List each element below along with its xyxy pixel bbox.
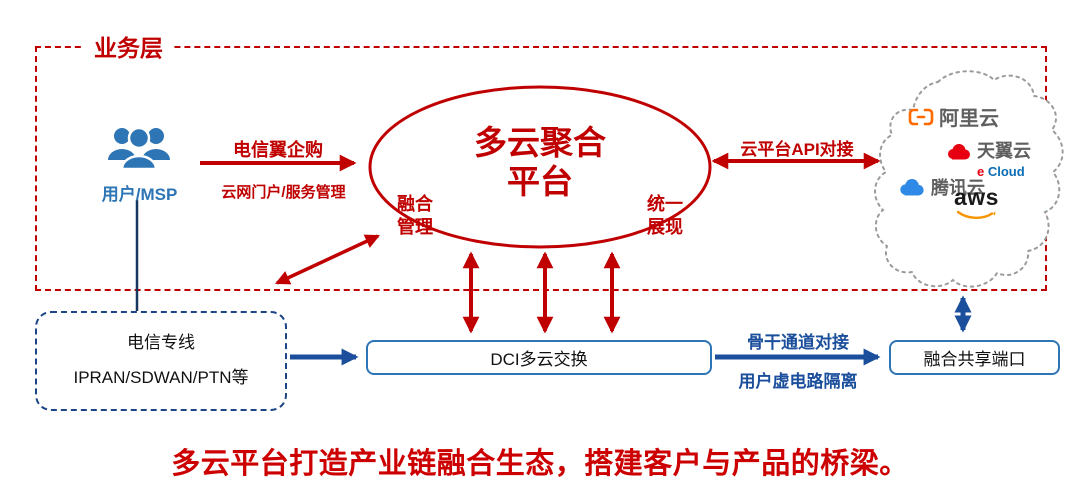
unified-presentation-label: 统一 展现 (647, 194, 683, 238)
ecloud-label: e Cloud (977, 163, 1025, 179)
footer-slogan: 多云平台打造产业链融合生态，搭建客户与产品的桥梁。 (171, 448, 909, 480)
cloud-outline (874, 70, 1064, 288)
users-icon (104, 120, 174, 179)
aws-smile-icon (957, 210, 996, 220)
business-layer-label: 业务层 (84, 29, 173, 63)
cloud-api-label: 云平台API对接 (740, 140, 854, 159)
aws-label: aws (954, 184, 999, 210)
tianyi-logo: 天翼云 e Cloud (946, 140, 1031, 180)
telecom-line-box: 电信专线 IPRAN/SDWAN/PTN等 (35, 311, 287, 411)
arrow-fusion-diagonal (275, 234, 380, 285)
platform-title: 多云聚合 平台 (474, 124, 606, 200)
aws-logo: aws (954, 186, 999, 221)
backbone-channel-label: 骨干通道对接 (747, 333, 849, 352)
portal-service-label: 云网门户/服务管理 (221, 184, 346, 201)
platform-ellipse (368, 85, 712, 249)
aliyun-label: 阿里云 (939, 108, 999, 130)
tianyi-cloud-icon (948, 144, 970, 160)
aliyun-icon (908, 108, 934, 125)
dci-exchange-box: DCI多云交换 (366, 340, 712, 375)
tencent-label: 腾讯云 (931, 178, 985, 198)
shared-port-box: 融合共享端口 (889, 340, 1060, 375)
user-msp-label: 用户/MSP (101, 185, 178, 204)
tianyi-label: 天翼云 (977, 141, 1031, 161)
telecom-purchase-label: 电信翼企购 (233, 140, 323, 160)
virtual-circuit-label: 用户虚电路隔离 (738, 372, 858, 391)
tencent-logo: 腾讯云 (898, 174, 985, 200)
tencent-cloud-icon (900, 179, 924, 196)
aliyun-logo: 阿里云 (908, 102, 999, 131)
fusion-management-label: 融合 管理 (397, 194, 433, 238)
